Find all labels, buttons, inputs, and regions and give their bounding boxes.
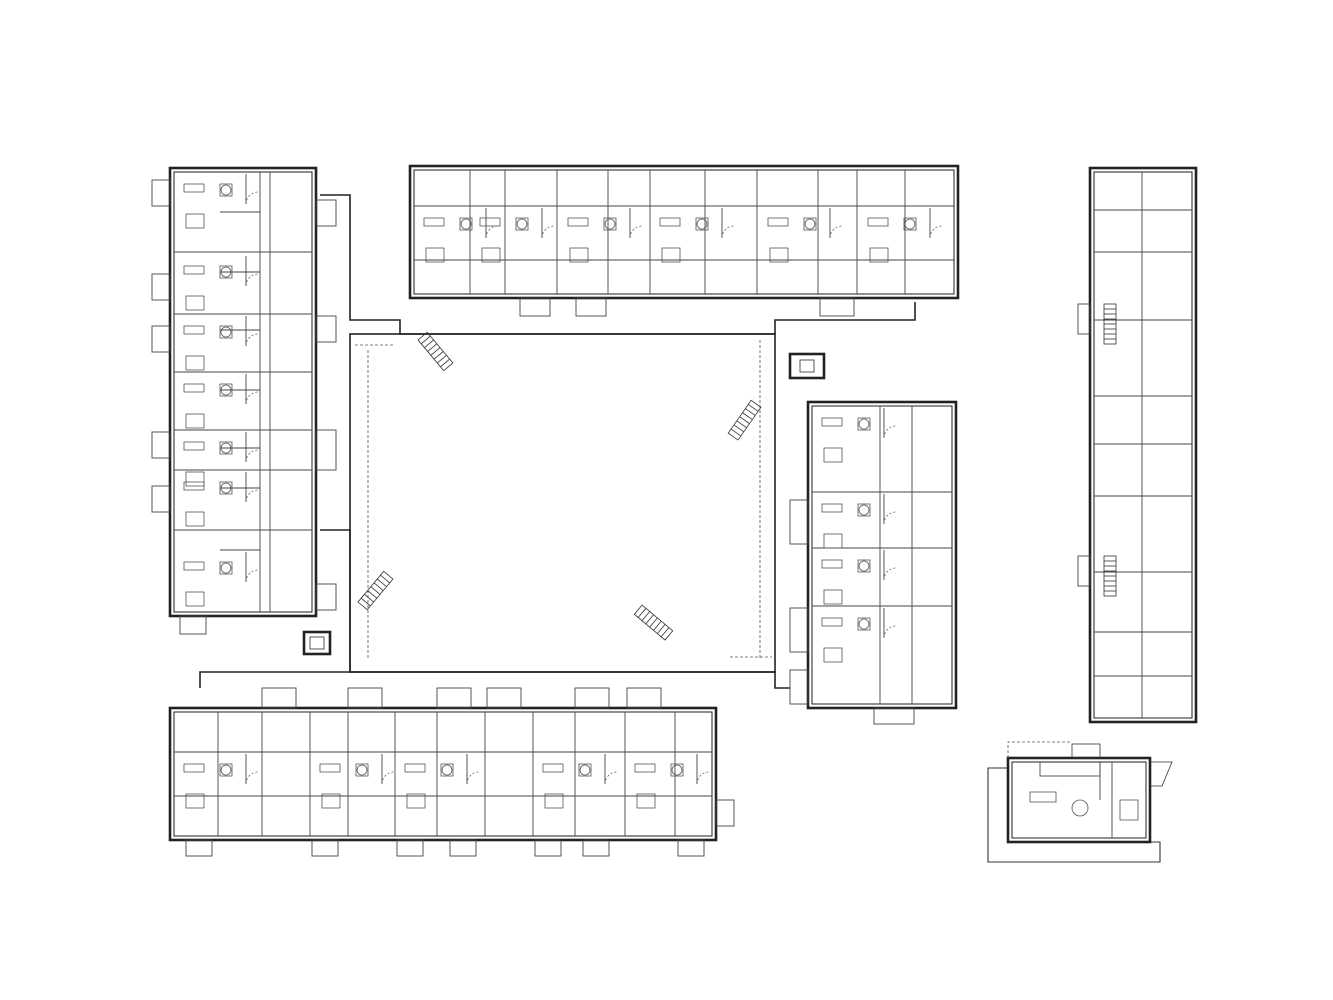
stair-tower <box>302 630 332 656</box>
courtyard-staircase <box>633 604 674 641</box>
north-block <box>408 164 960 317</box>
far-east-staircase <box>1103 555 1117 597</box>
courtyard <box>199 194 916 689</box>
courtyard-staircase <box>417 331 454 372</box>
west-block <box>151 166 337 635</box>
courtyard-staircase <box>357 570 394 611</box>
pavilion <box>987 741 1173 863</box>
far-east-staircase <box>1103 303 1117 345</box>
far-east-block <box>1077 166 1198 724</box>
east-block <box>789 400 958 725</box>
courtyard-staircase <box>727 399 762 441</box>
stair-tower <box>788 352 826 380</box>
south-block <box>168 687 735 857</box>
